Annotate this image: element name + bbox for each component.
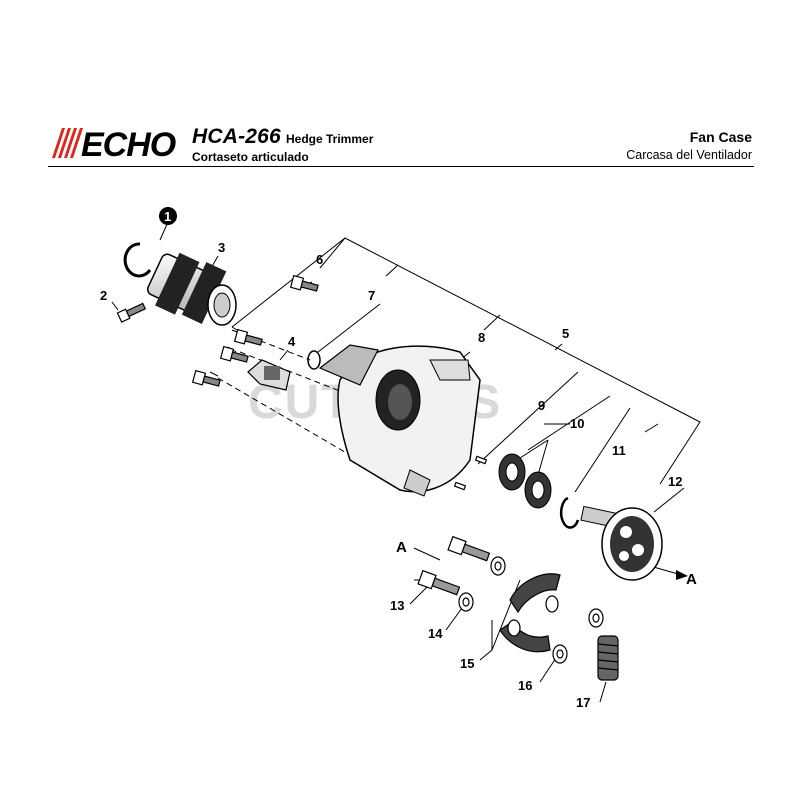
part-label-3: 3	[218, 240, 225, 255]
leader-lines	[111, 221, 701, 703]
bracket-part	[247, 359, 291, 391]
model-number: HCA-266	[192, 125, 281, 148]
part-label-15: 15	[460, 656, 474, 671]
part-label-9: 9	[538, 398, 545, 413]
reference-label-a-left: A	[396, 539, 407, 556]
part-label-10: 10	[570, 416, 584, 431]
pin-parts	[453, 455, 488, 491]
part-label-2: 2	[100, 288, 107, 303]
bolt-parts	[417, 535, 491, 596]
reference-label-a-right: A	[686, 571, 697, 588]
section-title: Fan Case	[689, 129, 752, 145]
part-label-12: 12	[668, 474, 682, 489]
page-header: ECHO HCA-266 Hedge Trimmer Cortaseto art…	[0, 0, 800, 170]
clutch-drum-part	[580, 505, 663, 581]
callout-circle-1	[159, 207, 177, 225]
part-label-11: 11	[612, 443, 626, 458]
header-rule	[48, 166, 754, 167]
model-description: Hedge Trimmer	[286, 132, 374, 146]
part-label-14: 14	[428, 626, 443, 641]
brand-text: ECHO	[81, 126, 176, 160]
circlip-part	[123, 242, 152, 278]
screw-parts	[116, 274, 319, 387]
part-label-5: 5	[562, 326, 569, 341]
spring-part	[597, 635, 619, 681]
arrowheads	[676, 570, 688, 580]
part-label-6: 6	[316, 252, 323, 267]
o-ring-part	[307, 350, 321, 370]
section-title-es: Carcasa del Ventilador	[626, 148, 752, 162]
part-label-8: 8	[478, 330, 485, 345]
part-label-13: 13	[390, 598, 404, 613]
small-circlip-part	[559, 496, 580, 529]
part-label-16: 16	[518, 678, 532, 693]
fan-case-part	[318, 344, 481, 497]
model-description-es: Cortaseto articulado	[192, 150, 309, 164]
washer-parts	[458, 556, 604, 664]
bearing-parts	[498, 453, 552, 509]
callout-1-label: 1	[164, 209, 171, 224]
part-label-17: 17	[576, 695, 590, 710]
part-label-4: 4	[288, 334, 296, 349]
bushing-part	[146, 252, 237, 326]
part-label-7: 7	[368, 288, 375, 303]
echo-logo: ECHO	[52, 126, 177, 160]
clutch-shoe-parts	[499, 573, 561, 653]
